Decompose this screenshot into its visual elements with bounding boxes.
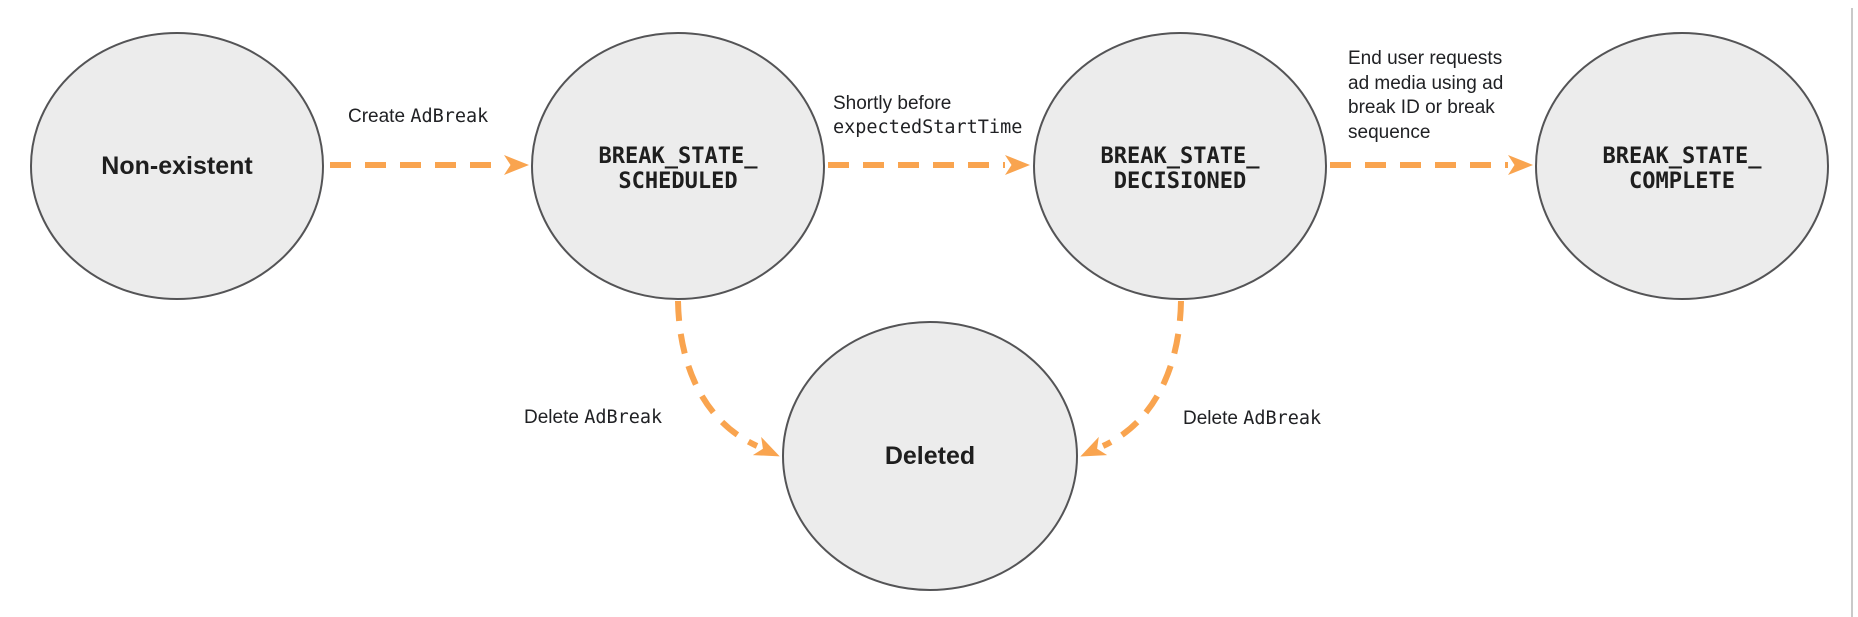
edge-shortly-before-label-text: Shortly before [833, 93, 952, 114]
edge-shortly-before-label-code: expectedStartTime [833, 117, 1023, 138]
node-break-state-decisioned-circle [1033, 32, 1327, 300]
edge-delete-from-decisioned-label-code: AdBreak [1243, 408, 1322, 429]
edge-create-adbreak-label: Create AdBreak [348, 105, 488, 129]
node-break-state-scheduled-circle [531, 32, 825, 300]
edge-delete-from-decisioned-label-text: Delete [1183, 408, 1244, 429]
edge-shortly-before-label: Shortly before expectedStartTime [833, 92, 1022, 140]
edge-create-adbreak-label-code: AdBreak [410, 106, 489, 127]
edge-delete-from-decisioned-arrow [1080, 300, 1184, 457]
edge-delete-from-scheduled-label: Delete AdBreak [524, 406, 662, 430]
edge-delete-from-scheduled-label-text: Delete [524, 407, 585, 428]
node-deleted-circle [782, 321, 1078, 591]
edge-delete-from-scheduled-arrow [675, 300, 780, 457]
node-break-state-complete-circle [1535, 32, 1829, 300]
edge-end-user-request-label: End user requests ad media using ad brea… [1348, 48, 1504, 143]
page-edge-divider [1851, 8, 1853, 617]
edge-create-adbreak-label-text: Create [348, 106, 411, 127]
node-non-existent-circle [30, 32, 324, 300]
edge-delete-from-decisioned-label: Delete AdBreak [1183, 407, 1321, 431]
edge-delete-from-scheduled-label-code: AdBreak [584, 407, 663, 428]
